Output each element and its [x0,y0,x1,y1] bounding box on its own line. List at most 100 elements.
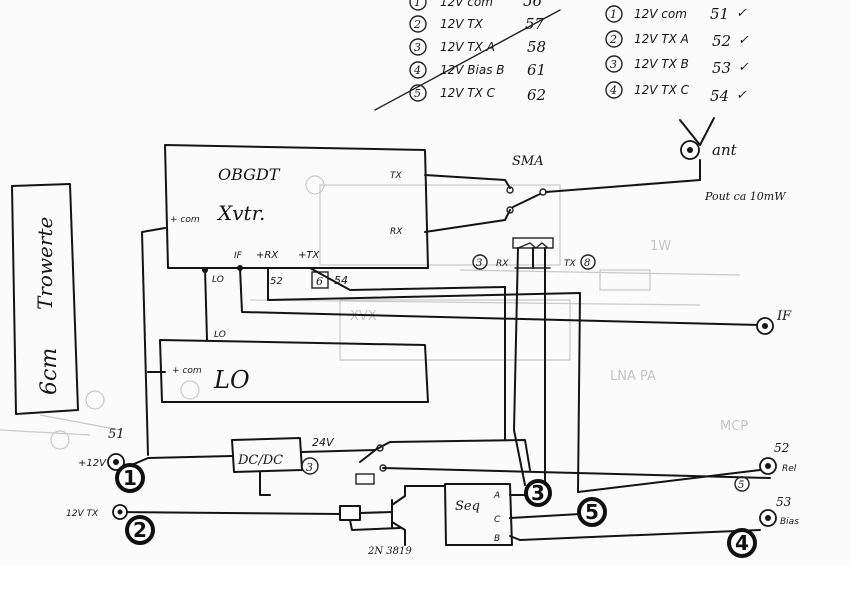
old-row-4: 4 12V Bias B 61 [409,61,546,79]
svg-text:4: 4 [609,84,617,97]
svg-text:62: 62 [527,86,546,104]
svg-text:12V TX C: 12V TX C [440,86,496,100]
svg-text:LO: LO [212,275,224,285]
new-row-1: 1 12V com 51 ✓ [605,5,747,23]
svg-text:LNA PA: LNA PA [610,369,656,384]
svg-text:52: 52 [774,441,789,455]
svg-text:12V TX: 12V TX [66,509,99,519]
svg-text:LO: LO [213,366,250,394]
svg-text:A: A [493,491,500,501]
svg-text:51: 51 [108,427,125,442]
svg-text:3: 3 [476,258,482,269]
svg-text:B: B [494,534,500,544]
bleed-through-background: 1W LNA PA MCP XVX [0,175,748,450]
svg-text:Rel: Rel [782,464,797,474]
marker-4: 4 [727,528,757,558]
svg-text:ant: ant [712,141,738,159]
old-pin-table: 1 12V com 56 2 12V TX 57 3 12V TX A 58 4… [374,0,561,111]
transverter-pins: IF +RX +TX LO 52 6 54 LO [212,250,348,340]
svg-text:+12V: +12V [78,458,107,469]
svg-text:OBGDT: OBGDT [218,165,281,184]
side-box-band: 6cm [37,348,62,395]
wiring [119,227,771,546]
strike-through-line [374,9,561,111]
svg-text:Xvtr.: Xvtr. [216,201,265,225]
connector-rel: 52 Rel 5 [734,441,797,492]
connector-12v-in: 51 +12V [78,427,125,471]
svg-text:+TX: +TX [298,250,320,261]
svg-text:52: 52 [270,276,283,287]
svg-text:TX: TX [564,259,576,269]
svg-text:C: C [494,515,501,525]
svg-text:6: 6 [316,275,323,288]
svg-text:12V TX B: 12V TX B [634,57,689,71]
svg-text:5: 5 [738,480,744,491]
paper-edge [0,565,850,593]
svg-text:XVX: XVX [350,309,377,324]
transverter-block: OBGDT Xvtr. TX RX + com [164,144,429,269]
svg-text:4: 4 [735,531,749,555]
svg-text:✓: ✓ [738,60,749,75]
svg-text:3: 3 [306,461,313,474]
svg-text:✓: ✓ [738,33,749,48]
svg-text:✓: ✓ [736,6,747,21]
sma-relay: SMA [424,154,701,269]
svg-text:+RX: +RX [256,250,279,261]
connector-bias: 53 Bias [759,495,799,527]
svg-text:58: 58 [527,38,546,56]
svg-text:1: 1 [414,0,421,9]
svg-text:52: 52 [712,32,731,50]
relay-tx-terminal: TX 8 [564,254,596,270]
svg-text:SMA: SMA [512,154,544,169]
svg-text:8: 8 [584,258,590,269]
svg-text:TX: TX [390,171,402,181]
svg-text:5: 5 [585,500,599,524]
svg-text:LO: LO [214,330,226,340]
svg-text:3: 3 [531,481,545,505]
svg-text:12V TX A: 12V TX A [634,32,689,46]
svg-text:RX: RX [496,259,509,269]
dcdc-block: DC/DC 24V 3 [231,436,335,475]
svg-text:✓: ✓ [736,88,747,103]
svg-text:Seq: Seq [455,499,480,514]
marker-1: 1 [115,463,145,493]
svg-text:+ com: + com [172,366,202,376]
new-row-2: 2 12V TX A 52 ✓ [605,30,749,50]
lo-block: + com LO [159,339,429,403]
svg-text:56: 56 [523,0,543,10]
svg-text:3: 3 [610,58,617,71]
svg-text:1W: 1W [650,239,671,254]
svg-text:24V: 24V [312,436,335,449]
svg-text:53: 53 [712,59,731,77]
new-row-4: 4 12V TX C 54 ✓ [605,81,747,105]
svg-text:4: 4 [413,64,421,77]
old-row-1: 1 12V com 56 [409,0,543,11]
svg-text:2: 2 [133,518,147,542]
svg-text:2N 3819: 2N 3819 [367,546,412,557]
svg-text:53: 53 [776,495,792,509]
svg-text:12V TX C: 12V TX C [634,83,690,97]
svg-text:12V com: 12V com [440,0,493,9]
svg-text:12V TX A: 12V TX A [440,40,495,54]
svg-text:Bias: Bias [780,517,799,527]
svg-text:54: 54 [710,87,729,105]
svg-text:+ com: + com [170,215,200,225]
marker-5: 5 [577,497,607,527]
transverter-side-box: Trowerte 6cm [11,183,79,415]
svg-text:2: 2 [609,33,617,46]
new-pin-table: 1 12V com 51 ✓ 2 12V TX A 52 ✓ 3 12V TX … [605,5,749,105]
svg-text:Pout ca 10mW: Pout ca 10mW [704,190,787,203]
old-row-3: 3 12V TX A 58 [409,38,546,56]
side-box-title: Trowerte [33,217,57,310]
new-row-3: 3 12V TX B 53 ✓ [605,55,749,77]
antenna: ant Pout ca 10mW [679,117,787,203]
svg-text:3: 3 [414,41,421,54]
svg-text:61: 61 [527,61,546,79]
connector-if-out: IF [756,309,792,335]
svg-text:IF: IF [234,251,243,261]
svg-text:DC/DC: DC/DC [237,453,283,468]
svg-text:1: 1 [123,466,137,490]
svg-text:RX: RX [390,227,403,237]
